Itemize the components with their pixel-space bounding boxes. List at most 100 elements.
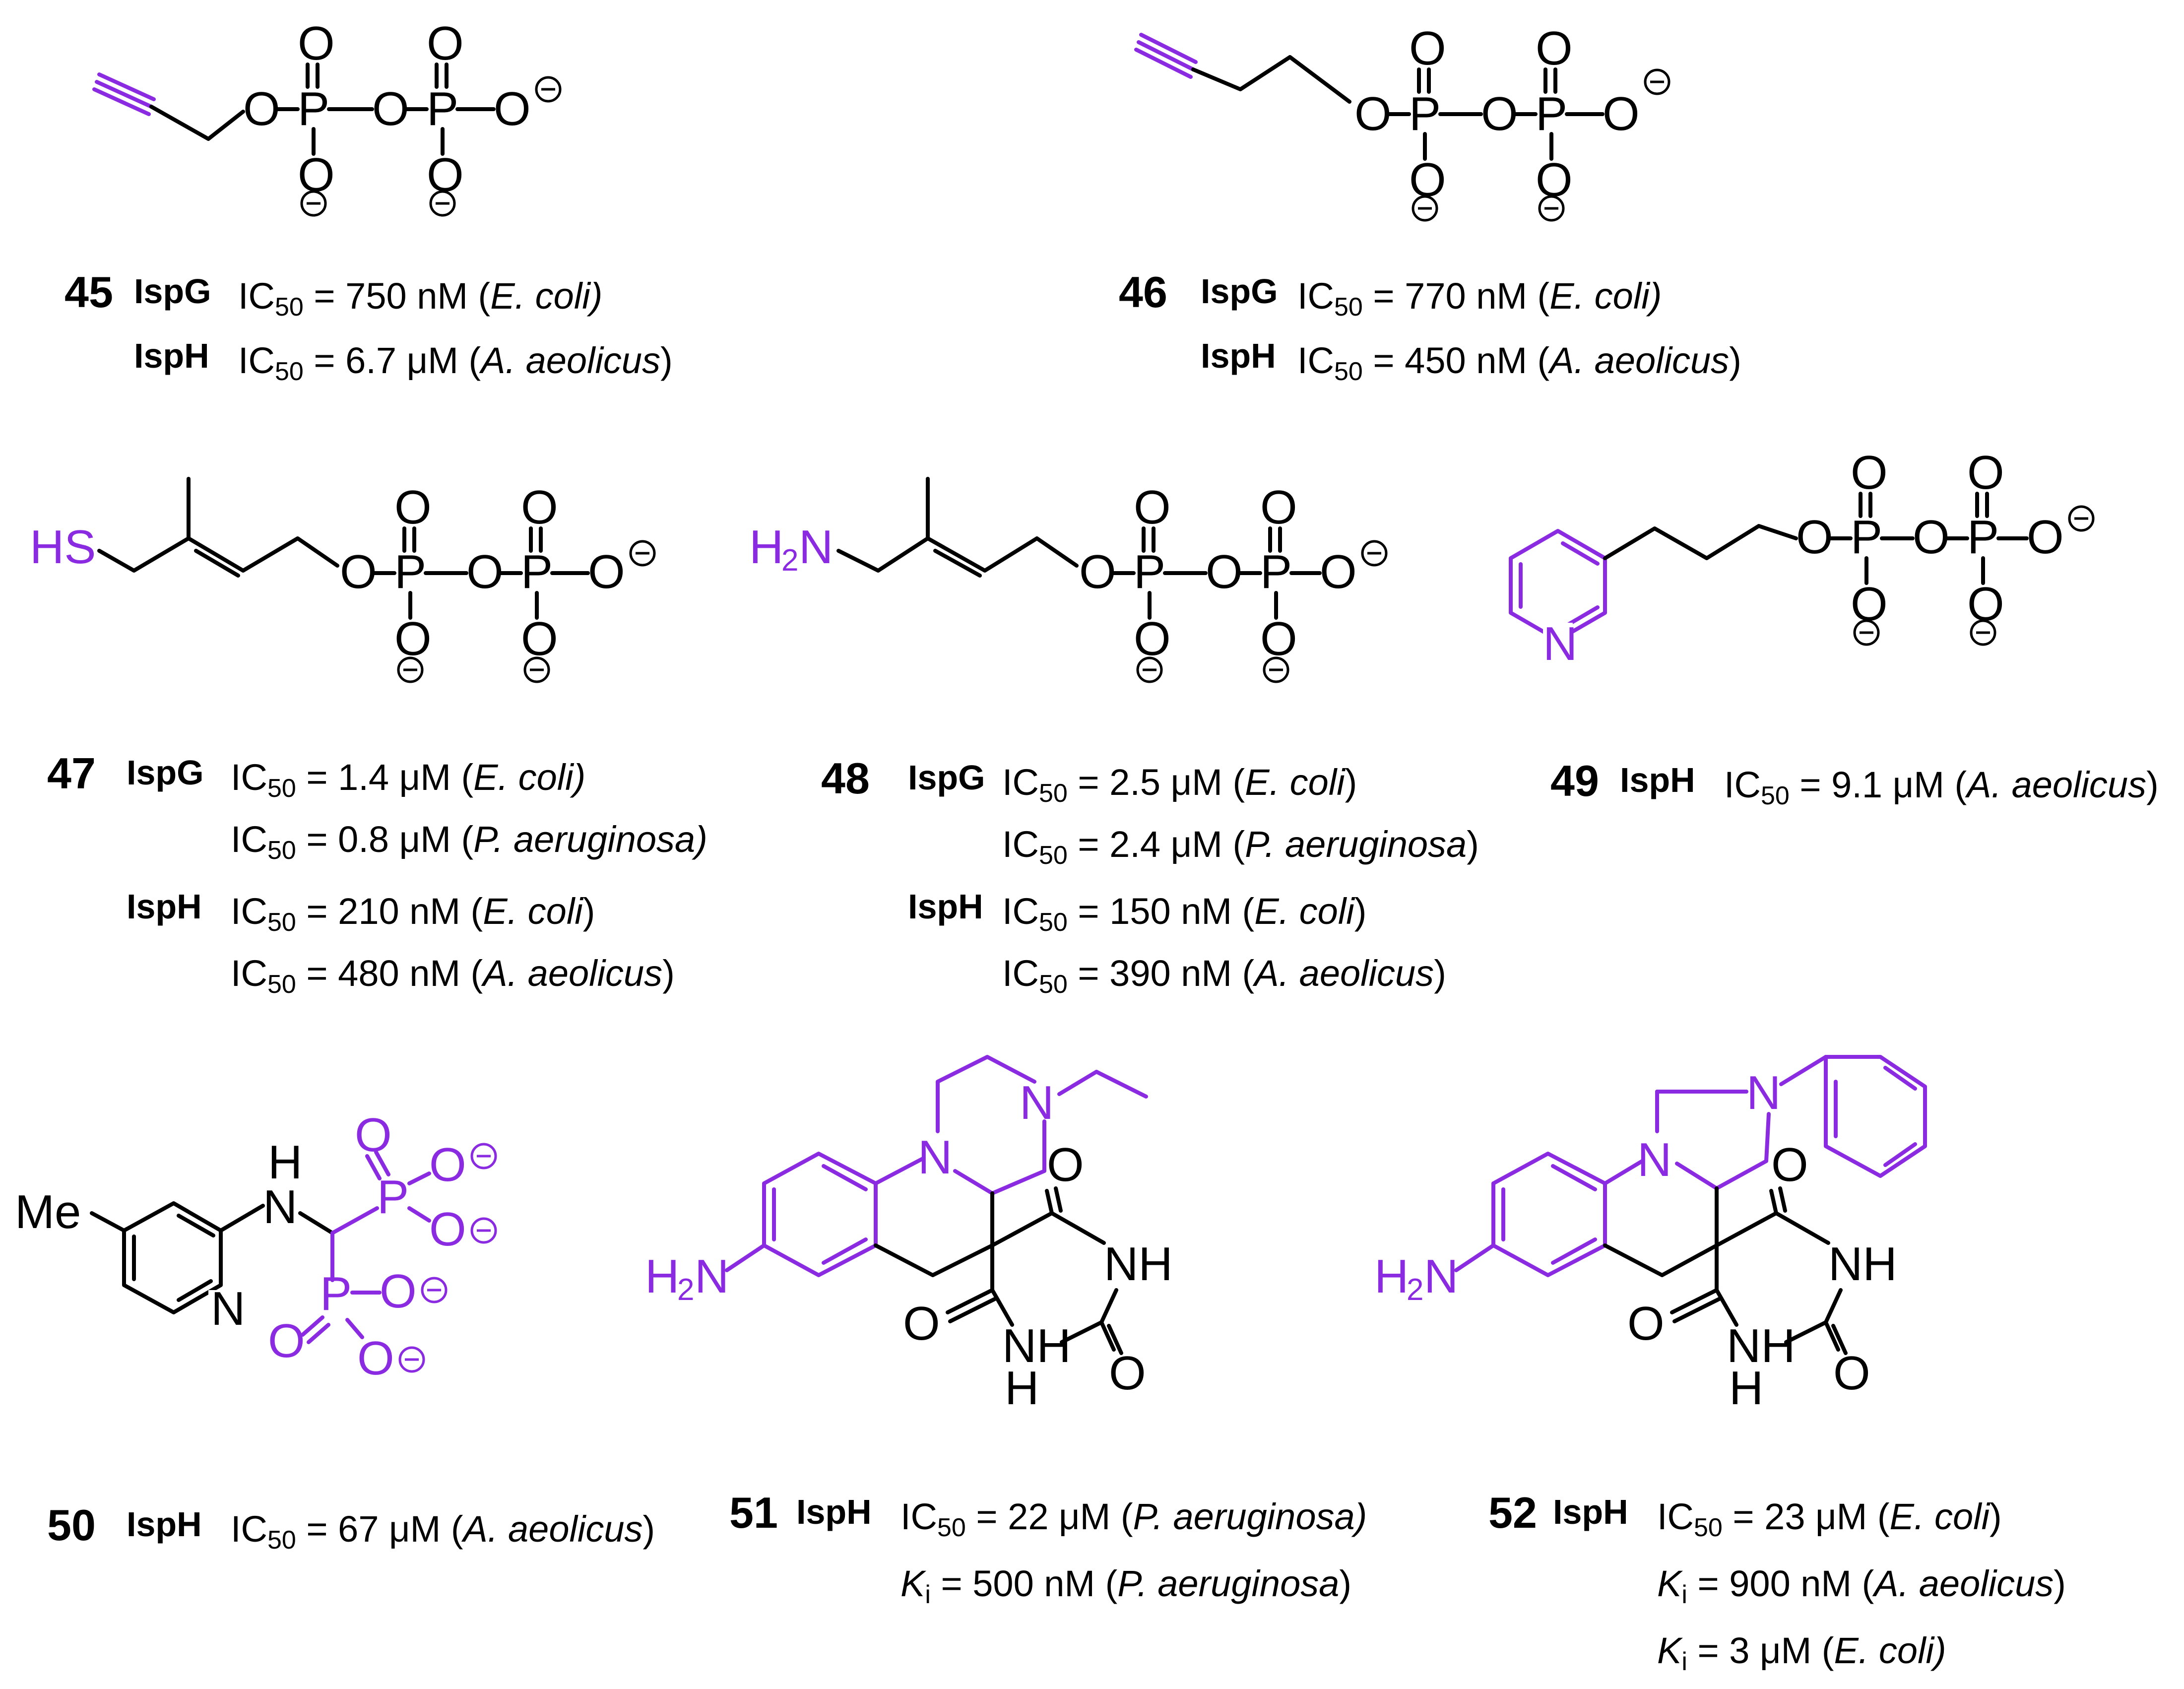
structure-45: O P O P O O O O O [92, 17, 562, 217]
compound-number: 51 [729, 1488, 778, 1537]
svg-text:O: O [340, 545, 377, 598]
structure-50: Me N N H P O O O P O O O [15, 1108, 497, 1385]
enzyme-label: IspH [908, 887, 983, 926]
svg-text:NH: NH [1828, 1237, 1897, 1291]
structure-49: N O P O P O O O O O [1509, 446, 2095, 670]
svg-text:P: P [377, 1170, 409, 1224]
svg-text:O: O [394, 481, 432, 534]
svg-text:O: O [394, 612, 432, 665]
enzyme-label: IspG [134, 272, 211, 311]
svg-text:NH: NH [1002, 1319, 1071, 1372]
svg-text:O: O [429, 1138, 466, 1191]
compound-number: 46 [1119, 267, 1167, 317]
activity-value: IC50 = 480 nM (A. aeolicus) [231, 953, 675, 999]
svg-text:O: O [1536, 22, 1573, 75]
svg-text:H: H [749, 520, 783, 574]
activity-value: IC50 = 0.8 μM (P. aeruginosa) [231, 819, 707, 865]
svg-text:O: O [357, 1332, 394, 1385]
svg-text:P: P [298, 82, 329, 135]
svg-text:O: O [588, 545, 625, 598]
svg-text:H: H [1005, 1362, 1039, 1415]
svg-text:O: O [1047, 1138, 1084, 1191]
negative-charge-icon [470, 1143, 497, 1169]
negative-charge-icon [1412, 195, 1438, 222]
compound-number: 48 [821, 754, 870, 803]
svg-text:P: P [394, 545, 426, 598]
svg-text:N: N [1746, 1066, 1781, 1119]
structure-51: H 2 N N N O NH O NH H O [645, 1055, 1173, 1415]
negative-charge-icon [421, 1277, 448, 1303]
svg-text:O: O [1796, 511, 1833, 564]
svg-text:O: O [494, 82, 531, 135]
svg-text:O: O [372, 82, 409, 135]
svg-text:O: O [355, 1108, 392, 1162]
svg-text:P: P [1536, 87, 1567, 140]
activity-value: Ki = 500 nM (P. aeruginosa) [900, 1563, 1352, 1609]
svg-text:N: N [1543, 617, 1577, 670]
structure-46: O P O P O O O O O [1134, 22, 1670, 222]
activity-value: IC50 = 67 μM (A. aeolicus) [231, 1508, 655, 1555]
svg-text:O: O [1913, 511, 1950, 564]
svg-text:N: N [1020, 1076, 1054, 1129]
svg-text:O: O [429, 1203, 466, 1256]
enzyme-label: IspH [1201, 336, 1276, 375]
activity-value: IC50 = 770 nM (E. coli) [1297, 275, 1662, 322]
activity-value: Ki = 3 μM (E. coli) [1657, 1630, 1946, 1676]
svg-text:N: N [918, 1131, 952, 1184]
svg-text:P: P [1851, 511, 1882, 564]
activity-value: IC50 = 1.4 μM (E. coli) [231, 757, 586, 803]
negative-charge-icon [629, 540, 656, 567]
activity-value: Ki = 900 nM (A. aeolicus) [1657, 1563, 2066, 1609]
negative-charge-icon [1853, 619, 1880, 646]
negative-charge-icon [300, 190, 327, 217]
svg-text:Me: Me [15, 1185, 81, 1238]
activity-value: IC50 = 22 μM (P. aeruginosa) [900, 1496, 1367, 1542]
enzyme-label: IspH [796, 1493, 872, 1531]
negative-charge-icon [535, 76, 562, 103]
svg-text:O: O [1409, 153, 1446, 206]
svg-text:O: O [1833, 1347, 1870, 1400]
svg-text:O: O [1320, 545, 1357, 598]
negative-charge-icon [1263, 656, 1289, 683]
svg-text:O: O [1627, 1297, 1665, 1350]
svg-text:P: P [1967, 511, 1999, 564]
svg-text:P: P [1409, 87, 1441, 140]
svg-text:O: O [2027, 511, 2064, 564]
svg-text:P: P [521, 545, 553, 598]
negative-charge-icon [2068, 505, 2095, 532]
svg-text:N: N [1424, 1250, 1458, 1303]
compound-number: 47 [47, 749, 96, 798]
svg-text:O: O [1109, 1347, 1146, 1400]
svg-text:N: N [211, 1282, 245, 1335]
svg-text:O: O [1967, 578, 2004, 631]
svg-text:H: H [645, 1250, 679, 1303]
svg-text:2: 2 [677, 1273, 694, 1307]
svg-text:N: N [1637, 1133, 1671, 1186]
svg-text:O: O [1851, 578, 1888, 631]
svg-text:O: O [268, 1314, 305, 1367]
svg-text:O: O [1851, 446, 1888, 499]
enzyme-label: IspG [908, 758, 985, 797]
svg-text:H: H [268, 1136, 302, 1189]
svg-text:O: O [1354, 87, 1392, 140]
activity-value: IC50 = 750 nM (E. coli) [238, 275, 603, 322]
activity-value: IC50 = 6.7 μM (A. aeolicus) [238, 340, 673, 386]
svg-text:2: 2 [1407, 1273, 1423, 1307]
svg-text:O: O [1409, 22, 1446, 75]
svg-text:O: O [1079, 545, 1116, 598]
svg-text:O: O [1134, 481, 1171, 534]
svg-text:O: O [1536, 153, 1573, 206]
svg-text:P: P [320, 1267, 352, 1320]
svg-text:O: O [521, 481, 558, 534]
enzyme-label: IspH [127, 887, 202, 926]
svg-text:NH: NH [1104, 1237, 1173, 1291]
svg-text:O: O [1260, 612, 1297, 665]
svg-text:O: O [427, 17, 464, 70]
svg-text:O: O [466, 545, 504, 598]
negative-charge-icon [1644, 68, 1670, 95]
svg-text:O: O [521, 612, 558, 665]
svg-text:O: O [427, 148, 464, 201]
svg-text:P: P [1134, 545, 1165, 598]
svg-text:O: O [903, 1297, 940, 1350]
svg-text:O: O [1481, 87, 1518, 140]
